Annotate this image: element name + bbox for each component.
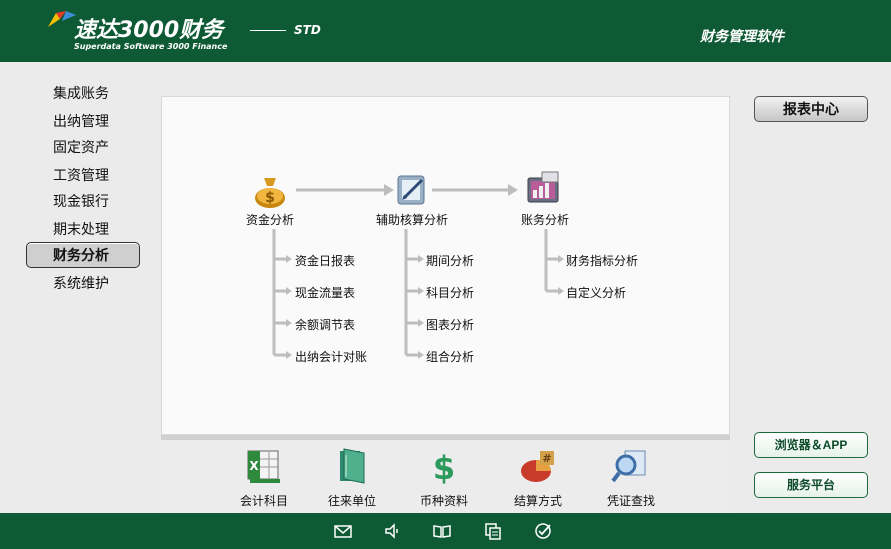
pen-document-icon[interactable]	[392, 170, 432, 210]
svg-text:$: $	[265, 190, 275, 206]
sidebar-item-period-end[interactable]: 期末处理	[53, 221, 109, 237]
tool-settlement-method[interactable]: # 结算方式	[498, 447, 578, 509]
tool-accounting-subjects[interactable]: X 会计科目	[224, 447, 304, 509]
link-chart-analysis[interactable]: 图表分析	[426, 318, 475, 332]
logo-divider	[250, 30, 286, 31]
link-cashier-accounting-check[interactable]: 出纳会计对账	[295, 350, 368, 364]
tool-currency[interactable]: $ 币种资料	[404, 447, 484, 509]
pie-chart-icon: #	[521, 451, 554, 482]
logo-icon	[48, 11, 80, 27]
browser-app-button[interactable]: 浏览器＆APP	[754, 432, 868, 458]
book-icon	[340, 448, 365, 484]
tool-label: 凭证查找	[606, 494, 655, 508]
document-copy-icon[interactable]	[484, 522, 502, 540]
sidebar-item-cash-bank[interactable]: 现金银行	[53, 193, 109, 209]
sidebar-item-cashier[interactable]: 出纳管理	[53, 113, 109, 129]
chart-monitor-icon[interactable]	[524, 170, 564, 210]
dollar-icon: $	[433, 449, 455, 487]
edition-label: STD	[294, 23, 321, 37]
link-daily-fund-report[interactable]: 资金日报表	[295, 254, 356, 268]
sidebar-item-payroll[interactable]: 工资管理	[53, 167, 109, 183]
svg-text:X: X	[249, 459, 259, 473]
sidebar-item-system-maintenance[interactable]: 系统维护	[53, 275, 109, 291]
link-subject-analysis[interactable]: 科目分析	[426, 286, 475, 300]
svg-text:$: $	[433, 449, 455, 485]
report-center-button[interactable]: 报表中心	[754, 96, 868, 122]
tool-label: 币种资料	[419, 494, 468, 508]
sidebar-item-integrated-accounting[interactable]: 集成账务	[53, 85, 109, 101]
flow-panel	[161, 96, 730, 435]
speaker-icon[interactable]	[384, 522, 402, 540]
flow-node-auxiliary-analysis[interactable]: 辅助核算分析	[376, 213, 449, 227]
tool-label: 会计科目	[239, 494, 288, 508]
service-platform-button[interactable]: 服务平台	[754, 472, 868, 498]
flow-node-fund-analysis[interactable]: 资金分析	[246, 213, 295, 227]
link-period-analysis[interactable]: 期间分析	[426, 254, 475, 268]
tool-contacts[interactable]: 往来单位	[312, 447, 392, 509]
link-custom-analysis[interactable]: 自定义分析	[566, 286, 627, 300]
check-circle-icon[interactable]	[534, 522, 552, 540]
money-bag-icon[interactable]: $	[250, 170, 290, 210]
tool-voucher-search[interactable]: 凭证查找	[591, 447, 671, 509]
open-book-icon[interactable]	[433, 522, 451, 540]
mail-icon[interactable]	[334, 522, 352, 540]
spreadsheet-icon: X	[247, 450, 280, 483]
header-title: 财务管理软件	[700, 28, 784, 44]
tool-label: 往来单位	[327, 494, 376, 508]
link-cash-flow-statement[interactable]: 现金流量表	[295, 286, 356, 300]
product-subtitle: Superdata Software 3000 Finance	[74, 42, 228, 51]
toolbar-divider	[161, 435, 730, 440]
link-reconciliation-statement[interactable]: 余额调节表	[295, 318, 356, 332]
flow-node-account-analysis[interactable]: 账务分析	[521, 213, 570, 227]
app-footer	[0, 513, 891, 549]
app-header: 速达3000财务 Superdata Software 3000 Finance…	[0, 0, 891, 62]
product-name: 速达3000财务	[74, 18, 224, 43]
link-combined-analysis[interactable]: 组合分析	[426, 350, 475, 364]
sidebar-item-financial-analysis[interactable]: 财务分析	[26, 242, 140, 268]
magnifier-icon	[611, 450, 646, 483]
sidebar-item-fixed-assets[interactable]: 固定资产	[53, 139, 109, 155]
link-financial-indicator-analysis[interactable]: 财务指标分析	[566, 254, 639, 268]
tool-label: 结算方式	[513, 494, 562, 508]
svg-text:#: #	[542, 452, 551, 465]
